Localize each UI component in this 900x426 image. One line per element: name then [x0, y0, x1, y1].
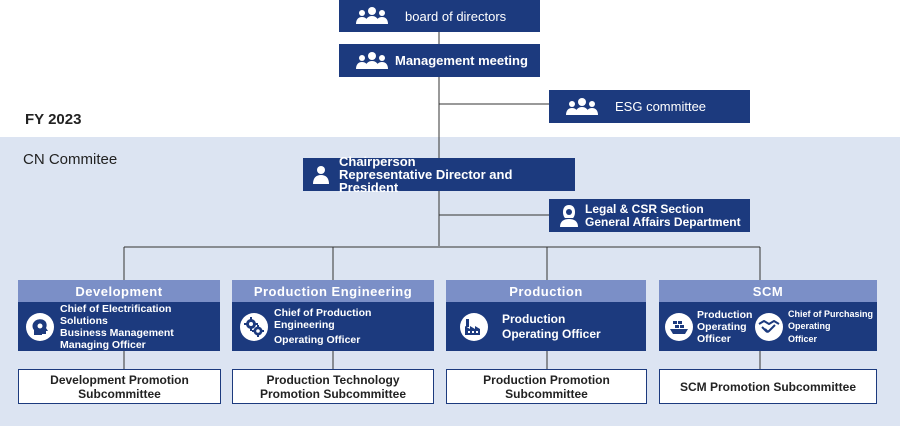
scm-a-line2: Operating: [697, 320, 747, 333]
dev-officer-line1: Chief of Electrification Solutions: [60, 302, 172, 327]
board-of-directors-box: board of directors: [339, 0, 540, 32]
scm-b-line1: Chief of Purchasing: [788, 308, 874, 319]
pe-officer-line1: Chief of Production Engineering: [274, 307, 372, 331]
ship-icon: [665, 312, 693, 341]
production-engineering-column: Production Engineering Chief of Producti…: [232, 280, 434, 351]
production-header: Production: [446, 280, 646, 302]
scm-a-line3: Officer: [697, 332, 731, 345]
development-column: Development Chief of Electrification Sol…: [18, 280, 220, 351]
scm-b-line2: Operating: [788, 321, 831, 332]
pe-sub-line2: Promotion Subcommittee: [259, 386, 406, 401]
production-column: Production Production Operating Officer: [446, 280, 646, 351]
chair-subtitle: Representative Director and President: [339, 167, 513, 195]
management-meeting-box: Management meeting: [339, 44, 540, 77]
development-officer-box: Chief of Electrification Solutions Busin…: [18, 302, 220, 351]
scm-header: SCM: [659, 280, 877, 302]
cn-committee-label: CN Commitee: [23, 151, 118, 168]
group-icon: [565, 97, 599, 117]
woman-icon: [559, 204, 579, 228]
prod-officer-line1: Production: [502, 311, 566, 326]
gears-icon: [240, 312, 268, 341]
person-icon: [313, 165, 329, 185]
dev-officer-line3: Managing Officer: [60, 338, 146, 351]
prod-sub-line2: Subcommittee: [505, 386, 588, 401]
head-gear-icon: [26, 312, 54, 341]
scm-column: SCM Production Operating Officer Chief o…: [659, 280, 877, 351]
prod-officer-line2: Operating Officer: [502, 326, 601, 341]
legal-csr-box: Legal & CSR Section General Affairs Depa…: [549, 199, 750, 232]
development-header: Development: [18, 280, 220, 302]
chairperson-box: Chairperson Representative Director and …: [303, 154, 575, 195]
group-icon: [355, 6, 389, 26]
scm-b-line3: Officer: [788, 333, 818, 344]
scm-officer-box: Production Operating Officer Chief of Pu…: [659, 302, 877, 351]
prod-sub-line1: Production Promotion: [483, 372, 610, 387]
pe-sub-line1: Production Technology: [266, 372, 400, 387]
legal-title: Legal & CSR Section: [585, 201, 704, 216]
dev-sub-line2: Subcommittee: [78, 386, 161, 401]
board-label: board of directors: [405, 8, 507, 24]
esg-committee-box: ESG committee: [549, 90, 750, 123]
legal-subtitle: General Affairs Department: [585, 214, 741, 229]
scm-sub-line1: SCM Promotion Subcommittee: [679, 379, 856, 394]
scm-a-line1: Production: [697, 308, 753, 321]
production-engineering-officer-box: Chief of Production Engineering Operatin…: [232, 302, 434, 351]
group-icon: [355, 51, 389, 71]
scm-subcommittee-box: SCM Promotion Subcommittee: [659, 369, 877, 404]
management-label: Management meeting: [395, 53, 528, 68]
handshake-icon: [755, 312, 783, 341]
pe-officer-line2: Operating Officer: [274, 334, 361, 346]
dev-officer-line2: Business Management: [60, 326, 174, 339]
dev-sub-line1: Development Promotion: [50, 372, 189, 387]
production-engineering-header: Production Engineering: [232, 280, 434, 302]
factory-icon: [460, 312, 488, 341]
production-officer-box: Production Operating Officer: [446, 302, 646, 351]
fiscal-year-label: FY 2023: [25, 111, 82, 128]
chair-title: Chairperson: [339, 154, 416, 169]
esg-label: ESG committee: [615, 99, 707, 114]
